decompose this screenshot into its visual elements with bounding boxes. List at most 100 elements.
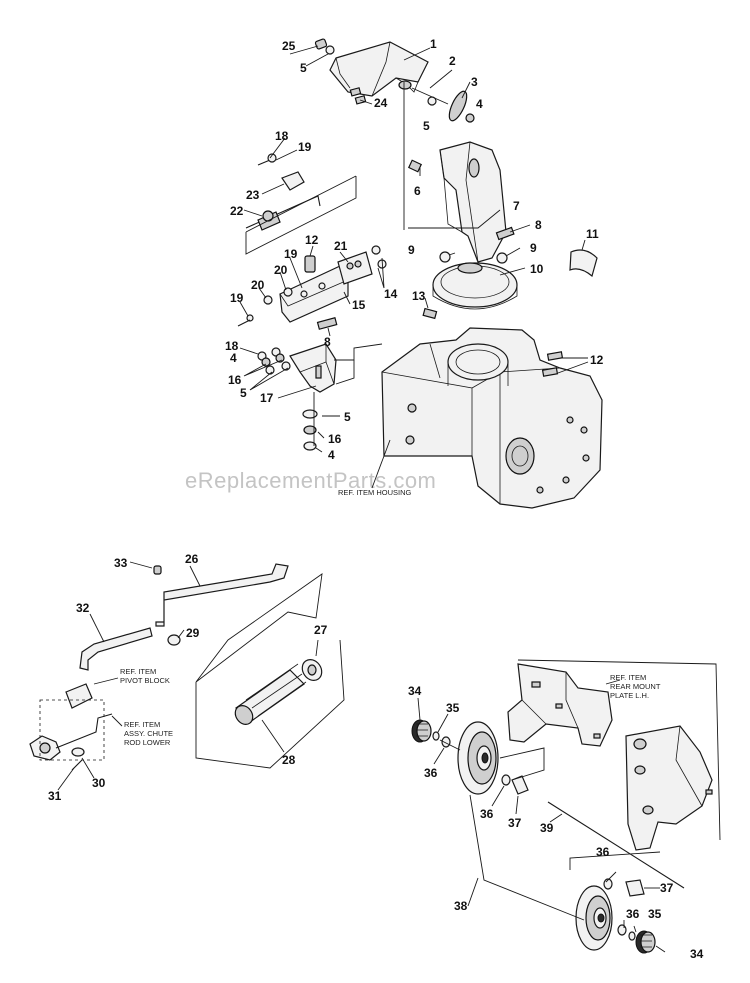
rod-32-part (79, 627, 153, 671)
callout-16a: 16 (228, 373, 242, 387)
callout-28: 28 (282, 753, 296, 767)
callout-19c: 19 (230, 291, 244, 305)
bushing-29-part (167, 634, 181, 646)
clip-35-upper-part (432, 731, 440, 741)
ref-label-pivot-block-line2: PIVOT BLOCK (120, 676, 170, 685)
bolt-12a-part (546, 351, 564, 361)
callout-1: 1 (430, 37, 437, 51)
callout-10: 10 (530, 262, 544, 276)
callout-9a: 9 (408, 243, 415, 257)
block-23-part (281, 171, 305, 191)
callout-34b: 34 (690, 947, 704, 961)
set-screw-33-part (153, 565, 162, 575)
callout-8a: 8 (535, 218, 542, 232)
chute-plate-3-part (427, 90, 475, 123)
bolt-8-lower-part (316, 317, 338, 330)
callout-19b: 19 (284, 247, 298, 261)
wheel-upper-part (457, 721, 499, 795)
callout-14: 14 (384, 287, 398, 301)
cap-27-part (301, 659, 323, 681)
callout-33: 33 (114, 556, 128, 570)
callout-4c: 4 (328, 448, 335, 462)
callout-30: 30 (92, 776, 106, 790)
nut-9-right-part (496, 252, 508, 264)
ref-label-pivot-block-line1: REF. ITEM (120, 667, 156, 676)
callout-4a: 4 (476, 97, 483, 111)
callout-5b: 5 (300, 61, 307, 75)
side-plate-right-part (625, 725, 713, 851)
callout-37a: 37 (508, 816, 522, 830)
callout-36d: 36 (626, 907, 640, 921)
nut-9-left-part (439, 251, 451, 263)
callout-3: 3 (471, 75, 478, 89)
callout-4b: 4 (230, 351, 237, 365)
chute-deflector-bracket-part (329, 41, 429, 97)
callout-22: 22 (230, 204, 244, 218)
callout-13: 13 (412, 289, 426, 303)
callout-35a: 35 (446, 701, 460, 715)
callout-26: 26 (185, 552, 199, 566)
callout-21: 21 (334, 239, 348, 253)
pin-18-lower-part (237, 319, 251, 327)
lower-chute-rod-assy-ref-part (29, 713, 113, 761)
callout-8b: 8 (324, 335, 331, 349)
callout-18a: 18 (275, 129, 289, 143)
callout-5a: 5 (423, 119, 430, 133)
callout-11: 11 (586, 227, 599, 241)
callout-5d: 5 (344, 410, 351, 424)
ref-label-rear-mount-line2: REAR MOUNT (610, 682, 661, 691)
callout-17: 17 (260, 391, 274, 405)
callout-31: 31 (48, 789, 62, 803)
ref-label-chute-rod-line1: REF. ITEM (124, 720, 160, 729)
callout-25: 25 (282, 39, 296, 53)
watermark-text: eReplacementParts.com (185, 468, 436, 493)
bolt-12b-part (541, 367, 559, 377)
spacer-37-lower-part (625, 879, 645, 897)
callout-24: 24 (374, 96, 388, 110)
ref-label-rear-mount-line1: REF. ITEM (610, 673, 646, 682)
washer-19b-part (246, 314, 254, 322)
callout-12b: 12 (305, 233, 319, 247)
callout-20b: 20 (251, 278, 265, 292)
spacer-37-upper-part (511, 775, 529, 795)
callout-32: 32 (76, 601, 90, 615)
axle-39-part (547, 801, 685, 889)
washer-36-upper-b-part (501, 774, 511, 786)
ref-label-housing: REF. ITEM HOUSING (338, 488, 412, 497)
callout-16b: 16 (328, 432, 342, 446)
ref-label-chute-rod-line3: ROD LOWER (124, 738, 171, 747)
callout-20a: 20 (274, 263, 288, 277)
rod-26-part (155, 563, 289, 627)
chute-ring-10-part (432, 262, 518, 310)
hub-cap-34-upper-part (411, 719, 432, 743)
washer-30-part (71, 747, 85, 757)
hub-cap-34-lower-part (635, 930, 656, 954)
washer-36-lower-b-part (617, 924, 627, 936)
bushing-12-vertical-part (304, 255, 316, 273)
ref-label-rear-mount-line3: PLATE L.H. (610, 691, 649, 700)
bolt-6-part (407, 159, 423, 173)
callout-36b: 36 (480, 807, 494, 821)
spring-pin-18-part (257, 159, 271, 166)
pivot-block-ref-part (65, 683, 93, 709)
washer-19a-part (283, 287, 293, 297)
callout-29: 29 (186, 626, 200, 640)
bolt-25-part (314, 38, 335, 55)
bushing-11-part (569, 249, 598, 278)
callout-2: 2 (449, 54, 456, 68)
callout-12a: 12 (590, 353, 604, 367)
callout-9b: 9 (530, 241, 537, 255)
callout-19a: 19 (298, 140, 312, 154)
bolt-13-part (422, 307, 438, 320)
hardware-stack-lower-part (302, 409, 318, 451)
callout-36c: 36 (596, 845, 610, 859)
callout-35b: 35 (648, 907, 662, 921)
callout-5c: 5 (240, 386, 247, 400)
wheel-lower-part (575, 885, 613, 951)
callout-6: 6 (414, 184, 421, 198)
bracket-17-part (289, 343, 337, 393)
rear-mount-plate-ref-part (507, 663, 613, 747)
callout-37b: 37 (660, 881, 674, 895)
